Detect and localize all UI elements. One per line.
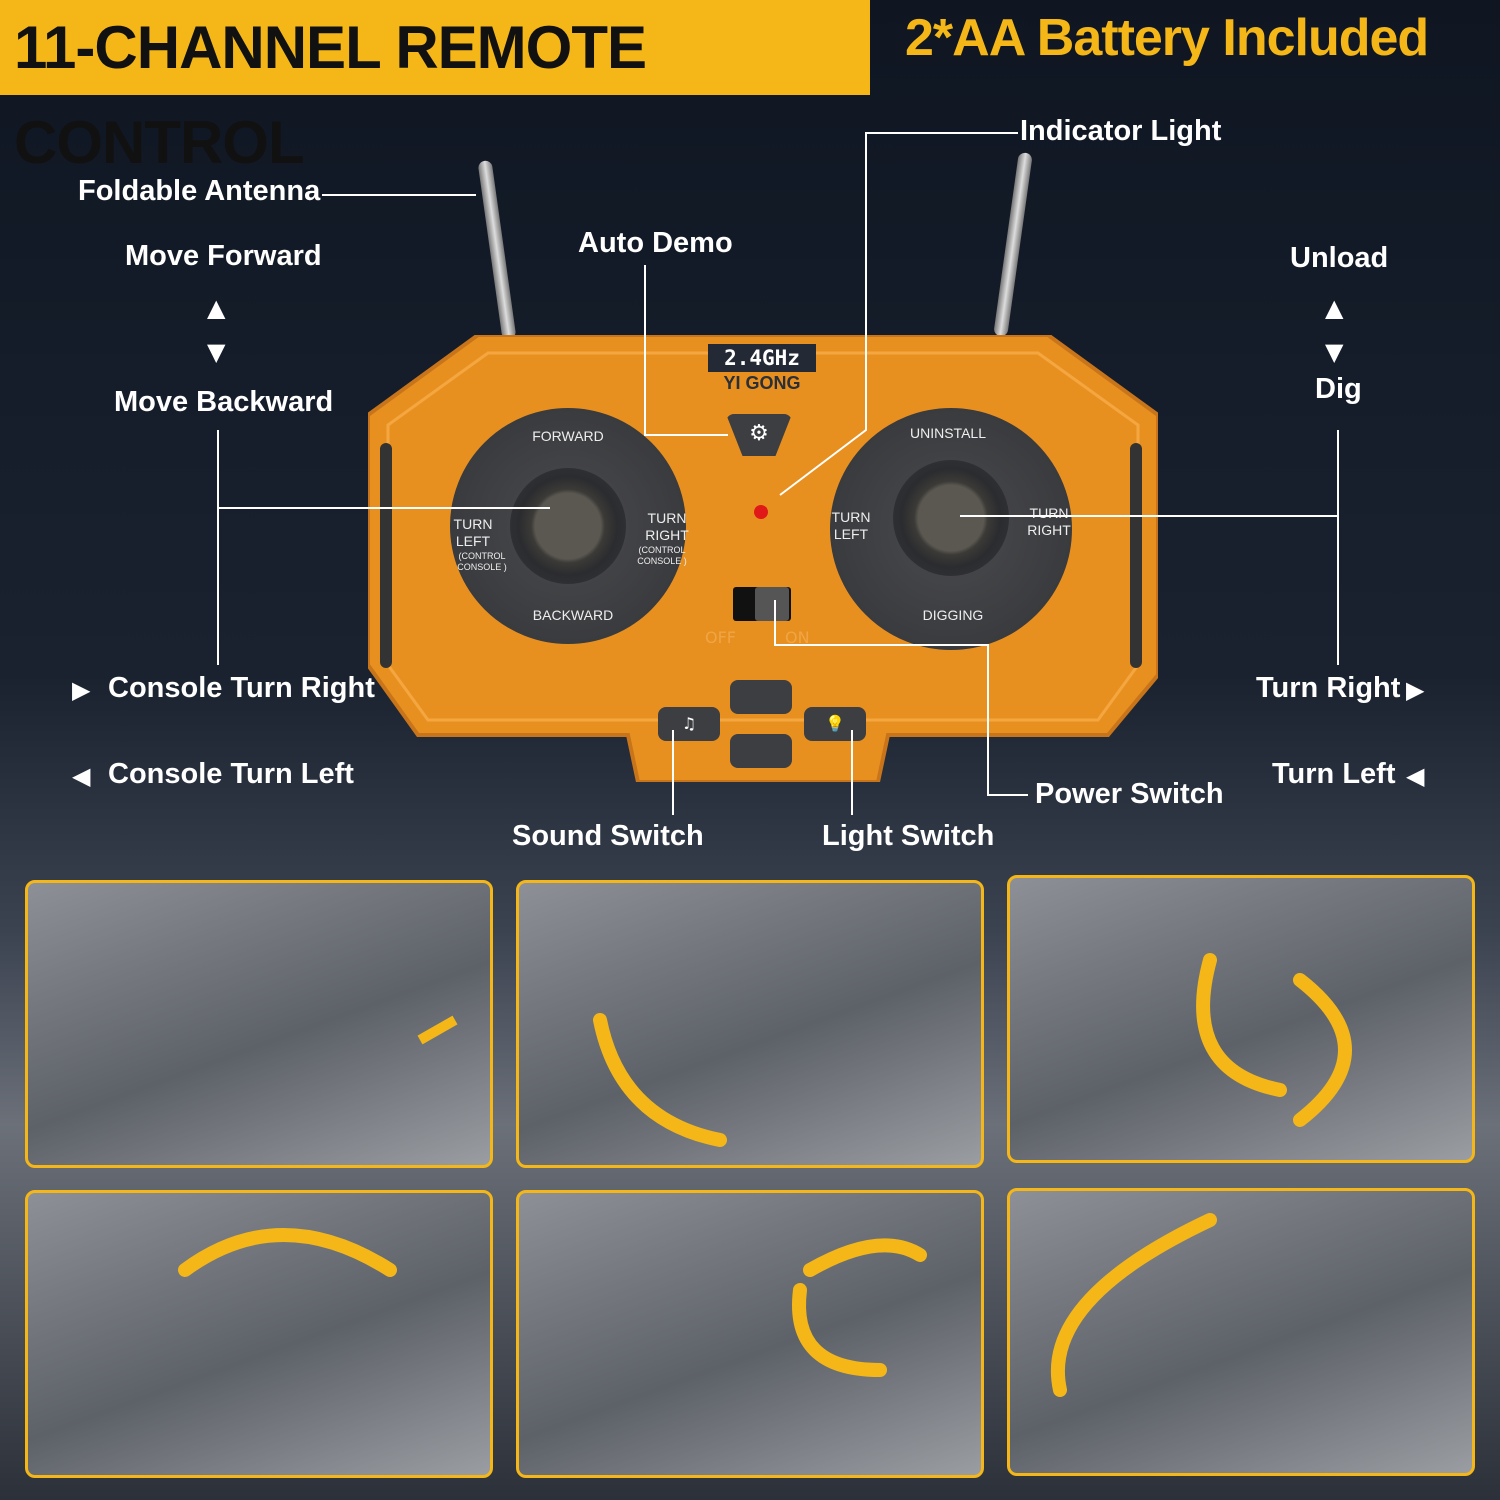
- panel-cab-rotation: [1007, 875, 1475, 1163]
- right-console-label: (CONTROL CONSOLE ): [637, 545, 687, 566]
- frequency-label: 2.4GHz: [708, 344, 816, 372]
- panel-full-rotation: [516, 1190, 984, 1478]
- up-triangle-icon: ▲: [1325, 294, 1344, 322]
- right-triangle-icon: ▶: [1406, 676, 1425, 704]
- left-joystick[interactable]: [510, 468, 626, 584]
- label-light-switch: Light Switch: [822, 820, 995, 852]
- label-turn-right: Turn Right: [1256, 672, 1401, 704]
- label-console-turn-right: Console Turn Right: [108, 672, 375, 704]
- indicator-light: [754, 505, 768, 519]
- light-switch-button[interactable]: 💡: [804, 707, 866, 741]
- top-button[interactable]: [730, 680, 792, 714]
- gear-play-icon: ⚙: [749, 421, 769, 446]
- callout-lines: [0, 0, 1500, 870]
- power-switch[interactable]: [733, 587, 791, 621]
- left-triangle-icon: ◀: [72, 762, 91, 790]
- left-turn-right-label: TURN RIGHT: [645, 510, 689, 543]
- switch-off-label: OFF: [705, 628, 736, 647]
- panel-track-movement: [25, 880, 493, 1168]
- switch-on-label: ON: [785, 628, 810, 647]
- label-sound-switch: Sound Switch: [512, 820, 704, 852]
- brand-label: YI GONG: [723, 373, 801, 393]
- label-console-turn-left: Console Turn Left: [108, 758, 354, 790]
- left-forward-label: FORWARD: [532, 428, 604, 444]
- right-triangle-icon: ▶: [72, 676, 91, 704]
- label-move-backward: Move Backward: [114, 386, 334, 418]
- left-turn-left-label: TURN LEFT: [453, 516, 493, 549]
- down-triangle-icon: ▼: [207, 338, 226, 366]
- sound-switch-button[interactable]: ♫: [658, 707, 720, 741]
- music-note-icon: ♫: [681, 714, 697, 733]
- label-foldable-antenna: Foldable Antenna: [78, 175, 321, 207]
- label-auto-demo: Auto Demo: [578, 227, 733, 259]
- battery-note: 2*AA Battery Included: [905, 9, 1429, 67]
- motion-arrows: [178, 953, 1352, 1397]
- bulb-icon: 💡: [825, 714, 845, 733]
- right-up-label: UNINSTALL: [910, 425, 986, 441]
- panel-boom-lift: [1007, 1188, 1475, 1476]
- label-unload: Unload: [1290, 242, 1389, 274]
- left-backward-label: BACKWARD: [532, 607, 614, 623]
- right-joystick[interactable]: [893, 460, 1009, 576]
- right-turn-left-label: TURN LEFT: [831, 509, 871, 542]
- left-console-label: (CONTROL CONSOLE ): [457, 551, 507, 572]
- right-down-label: DIGGING: [922, 607, 984, 623]
- up-triangle-icon: ▲: [207, 294, 226, 322]
- label-turn-left: Turn Left: [1272, 758, 1396, 790]
- label-power-switch: Power Switch: [1035, 778, 1224, 810]
- left-triangle-icon: ◀: [1406, 762, 1425, 790]
- label-move-forward: Move Forward: [125, 240, 322, 272]
- label-indicator-light: Indicator Light: [1020, 115, 1222, 147]
- title-banner: 11-CHANNEL REMOTE CONTROL: [0, 0, 870, 176]
- bottom-button[interactable]: [730, 734, 792, 768]
- down-triangle-icon: ▼: [1325, 338, 1344, 366]
- label-dig: Dig: [1315, 373, 1362, 405]
